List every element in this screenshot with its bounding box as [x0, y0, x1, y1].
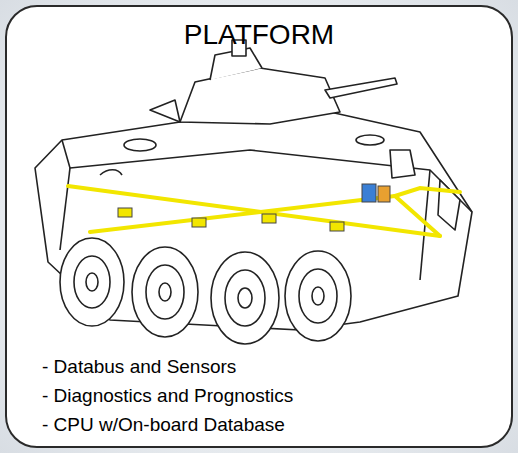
- vehicle-illustration: [25, 35, 495, 355]
- bullet-item: - Diagnostics and Prognostics: [42, 381, 293, 410]
- bullet-item: - Databus and Sensors: [42, 352, 293, 381]
- platform-panel: PLATFORM - Databus and Sensors- Diagnosti…: [5, 5, 513, 448]
- bullet-item: - CPU w/On-board Database: [42, 410, 293, 439]
- bullet-list: - Databus and Sensors- Diagnostics and P…: [42, 352, 293, 439]
- panel-title: PLATFORM: [7, 19, 511, 51]
